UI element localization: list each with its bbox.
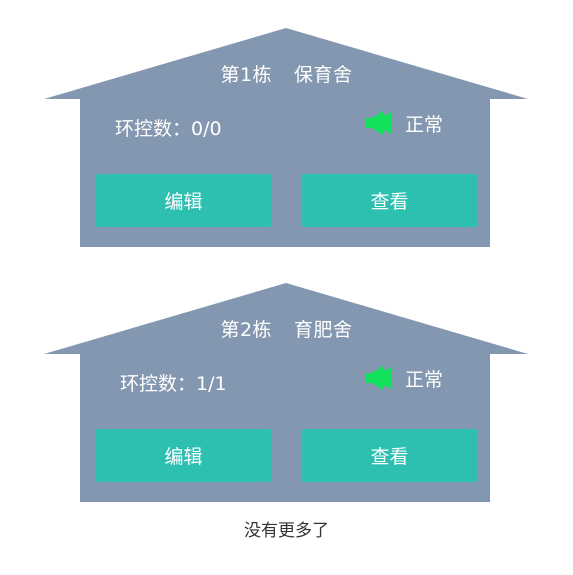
edit-button[interactable]: 编辑 <box>96 429 271 482</box>
env-control-count: 环控数：0/0 <box>115 118 222 140</box>
status-text: 正常 <box>405 368 444 391</box>
house-title: 第2栋育肥舍 <box>0 315 573 342</box>
building-number: 第1栋 <box>220 64 273 86</box>
speaker-icon <box>365 366 391 390</box>
edit-button[interactable]: 编辑 <box>96 174 271 227</box>
house-title: 第1栋保育舍 <box>0 60 573 87</box>
view-button[interactable]: 查看 <box>302 429 477 482</box>
status-indicator: 正常 <box>363 363 443 393</box>
view-button[interactable]: 查看 <box>302 174 477 227</box>
status-indicator: 正常 <box>363 108 443 138</box>
building-number: 第2栋 <box>220 319 273 341</box>
house-card-2: 第2栋育肥舍 环控数：1/1 正常 编辑 查看 <box>0 283 573 508</box>
house-name: 保育舍 <box>294 64 353 86</box>
speaker-icon <box>365 111 391 135</box>
house-card-1: 第1栋保育舍 环控数：0/0 正常 编辑 查看 <box>0 28 573 253</box>
no-more-footer: 没有更多了 <box>244 521 329 541</box>
house-name: 育肥舍 <box>294 319 353 341</box>
env-control-count: 环控数：1/1 <box>120 373 227 395</box>
status-text: 正常 <box>405 113 444 136</box>
